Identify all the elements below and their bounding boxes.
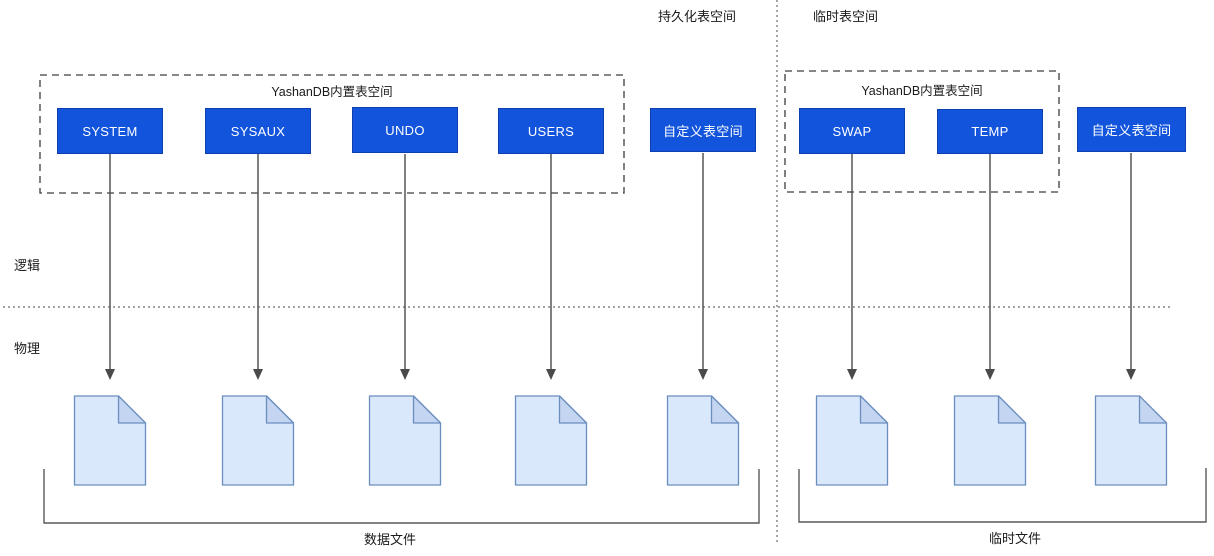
temporary-builtin-group-border xyxy=(784,70,1060,193)
arrow-sysaux xyxy=(253,154,263,380)
arrow-custom-temporary xyxy=(1126,153,1136,380)
tablespace-label: SYSAUX xyxy=(230,123,286,139)
tablespace-label: SYSTEM xyxy=(82,123,138,139)
tablespace-box-sysaux: SYSAUX xyxy=(205,108,311,154)
temporary-builtin-group-title: YashanDB内置表空间 xyxy=(861,84,983,98)
tablespace-label: 自定义表空间 xyxy=(663,123,743,139)
file-icon xyxy=(73,395,147,486)
tablespace-box-temp: TEMP xyxy=(937,109,1043,154)
arrow-custom-persistent xyxy=(698,153,708,380)
tablespace-box-users: USERS xyxy=(498,108,604,154)
arrow-users xyxy=(546,154,556,380)
data-files-label: 数据文件 xyxy=(363,532,416,547)
file-icon xyxy=(514,395,588,486)
data-files-bracket xyxy=(43,469,760,524)
file-icon xyxy=(666,395,740,486)
logical-layer-label: 逻辑 xyxy=(14,258,41,273)
tablespace-label: 自定义表空间 xyxy=(1091,123,1172,138)
tablespace-label: UNDO xyxy=(385,122,425,138)
arrow-system xyxy=(105,154,115,380)
persistent-builtin-group-border xyxy=(39,74,625,194)
file-icon xyxy=(221,395,295,486)
file-icon xyxy=(815,395,889,486)
tablespace-label: SWAP xyxy=(832,123,872,139)
tablespace-box-custom-temporary: 自定义表空间 xyxy=(1077,107,1186,152)
arrow-swap xyxy=(847,154,857,380)
persistent-builtin-group-title: YashanDB内置表空间 xyxy=(271,85,393,99)
file-icon xyxy=(368,395,442,486)
tablespace-box-swap: SWAP xyxy=(799,108,905,154)
tablespace-label: USERS xyxy=(527,123,575,139)
arrow-undo xyxy=(400,154,410,380)
tablespace-box-custom-persistent: 自定义表空间 xyxy=(650,108,756,152)
tablespace-box-undo: UNDO xyxy=(352,107,458,153)
arrow-temp xyxy=(985,154,995,380)
tablespace-label: TEMP xyxy=(971,124,1009,139)
tablespace-box-system: SYSTEM xyxy=(57,108,163,154)
file-icon xyxy=(953,395,1027,486)
temp-files-label: 临时文件 xyxy=(988,531,1041,546)
file-icon xyxy=(1094,395,1168,486)
temporary-tablespace-region-label: 临时表空间 xyxy=(813,9,879,24)
temp-files-bracket xyxy=(798,468,1207,523)
physical-layer-label: 物理 xyxy=(14,341,41,356)
persistent-tablespace-region-label: 持久化表空间 xyxy=(658,9,737,24)
